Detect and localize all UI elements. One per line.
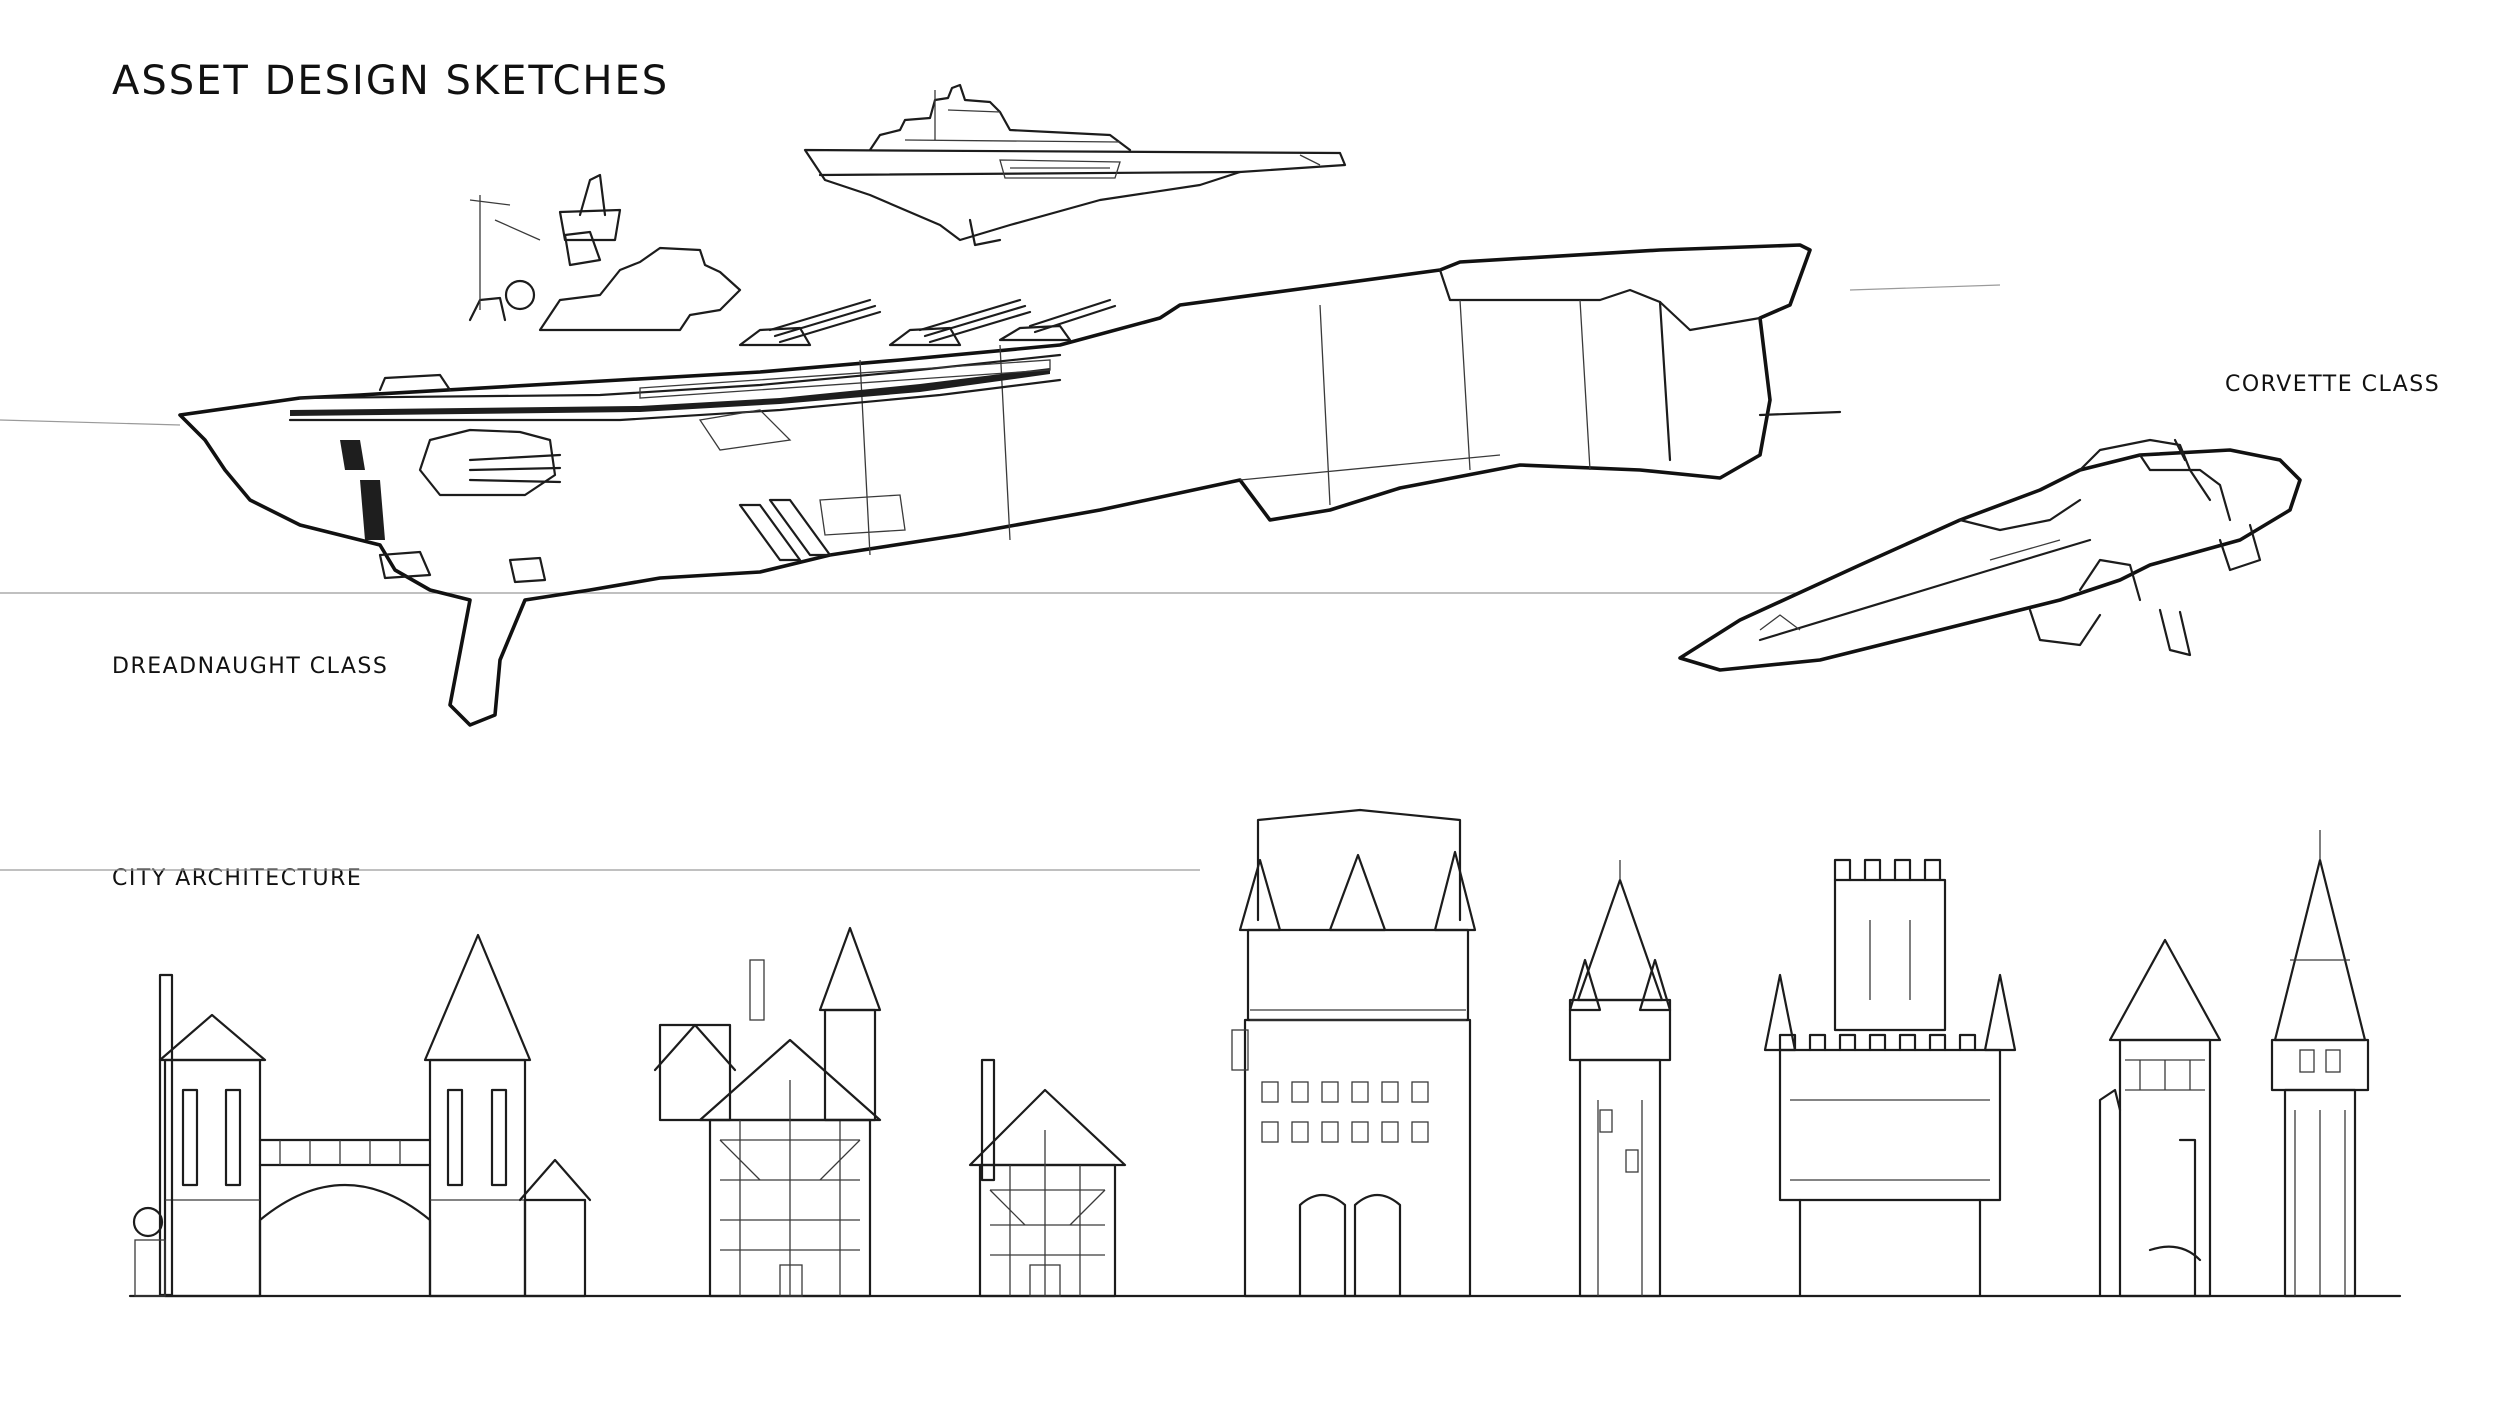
- castle-keep: [1231, 808, 1477, 1298]
- dreadnaught-sketch: [178, 173, 1842, 727]
- small-carrier-sketch: [803, 83, 1347, 247]
- twin-tower-gate: [132, 933, 592, 1298]
- page-title: ASSET DESIGN SKETCHES: [112, 58, 670, 104]
- conical-pipe-tower: [2098, 938, 2222, 1298]
- crenellated-water-tower: [1763, 858, 2017, 1298]
- tudor-house: [968, 1058, 1127, 1298]
- spire-tower: [1568, 860, 1672, 1298]
- corvette-class-label: CORVETTE CLASS: [2225, 372, 2441, 397]
- construction-lines: [0, 284, 2001, 871]
- tudor-manor: [653, 926, 882, 1298]
- tall-spire-watchtower: [2270, 830, 2370, 1298]
- dreadnaught-class-label: DREADNAUGHT CLASS: [112, 654, 389, 679]
- corvette-sketch: [1678, 438, 2302, 672]
